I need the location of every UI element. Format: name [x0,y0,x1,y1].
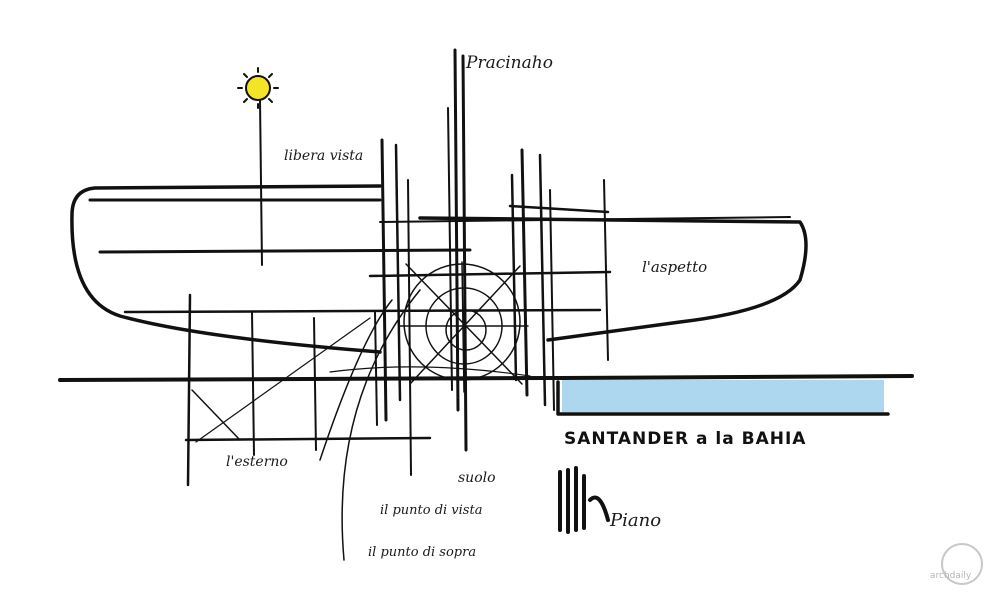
ground-line [58,374,914,382]
water-area [562,380,884,412]
canopy-strokes [88,198,791,314]
label-sky: libera vista [284,148,363,164]
watermark-text: archdaily [930,571,972,581]
vertical-axes [186,48,609,487]
watermark-logo: archdaily [930,543,983,585]
signature: Piano [558,466,661,534]
label-top-axis: Pracinaho [465,53,553,73]
label-center: suolo [458,470,496,486]
sun-icon [237,67,279,109]
label-canopy: l'aspetto [642,258,707,276]
label-ground: l'esterno [226,454,288,470]
central-rosette [399,261,529,393]
water-edge [556,380,890,416]
label-outline-one: il punto di vista [380,503,482,518]
label-outline-two: il punto di sopra [368,545,476,560]
ground-structure [184,289,531,561]
signature-text: Piano [609,510,661,531]
canopy-outline [70,184,808,354]
label-waterfront: SANTANDER a la BAHIA [564,429,806,449]
